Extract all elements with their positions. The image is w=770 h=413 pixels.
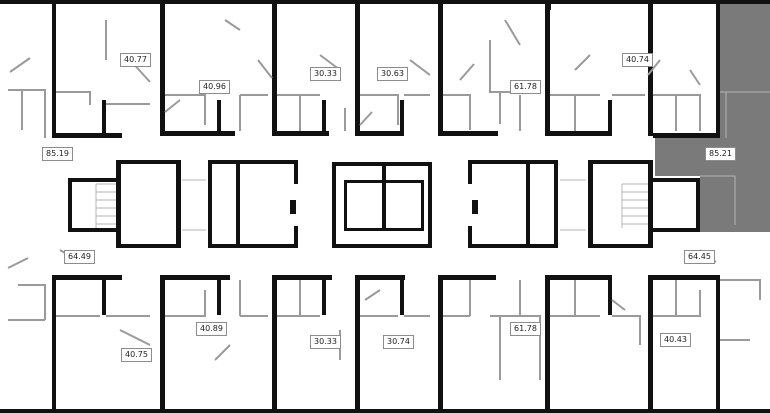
unit-area-label[interactable]: 40.75 <box>121 348 152 362</box>
bottom-row-walls <box>52 275 720 413</box>
unit-area-label[interactable]: 30.33 <box>310 67 341 81</box>
unit-area-label[interactable]: 40.74 <box>622 53 653 67</box>
top-row-walls <box>52 0 720 138</box>
unit-area-label[interactable]: 30.33 <box>310 335 341 349</box>
unit-area-label-selected[interactable]: 85.21 <box>705 147 736 161</box>
unit-area-label[interactable]: 85.19 <box>42 147 73 161</box>
unit-area-label[interactable]: 40.96 <box>199 80 230 94</box>
unit-area-label[interactable]: 40.43 <box>660 333 691 347</box>
top-row-partitions <box>8 19 701 138</box>
unit-area-label[interactable]: 30.63 <box>377 67 408 81</box>
unit-area-label[interactable]: 61.78 <box>510 322 541 336</box>
unit-area-label[interactable]: 40.77 <box>120 53 151 67</box>
unit-area-label[interactable]: 40.89 <box>196 322 227 336</box>
selected-unit-highlight[interactable] <box>655 0 770 232</box>
unit-area-label[interactable]: 61.78 <box>510 80 541 94</box>
core-walls <box>68 160 700 248</box>
unit-area-label[interactable]: 64.49 <box>64 250 95 264</box>
unit-area-label[interactable]: 64.45 <box>684 250 715 264</box>
unit-area-label[interactable]: 30.74 <box>383 335 414 349</box>
